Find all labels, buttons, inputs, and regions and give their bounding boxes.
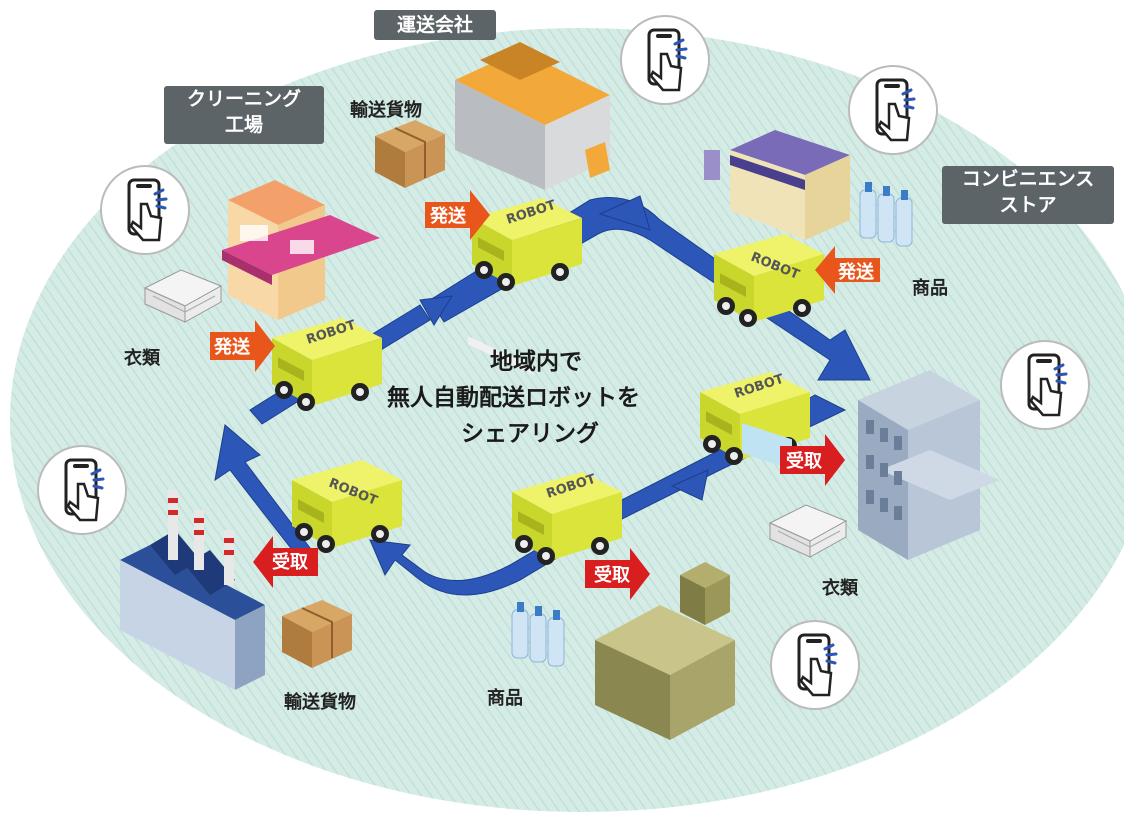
phone-bubble-icon <box>619 14 711 106</box>
phone-bubble-icon <box>769 619 861 711</box>
send-arrow-3: 発送 <box>815 246 880 294</box>
center-text-line2: 無人自動配送ロボットを <box>387 385 640 411</box>
tag-cleaning-factory-line1: クリーニング <box>186 88 301 110</box>
phone-bubble-icon <box>999 339 1091 431</box>
office-building <box>858 370 1000 560</box>
center-text-line3: シェアリング <box>461 421 599 447</box>
svg-text:受取: 受取 <box>272 551 309 573</box>
factory-building <box>120 490 265 690</box>
bottles-right <box>859 181 913 247</box>
label-cargo-top: 輸送貨物 <box>350 100 422 121</box>
svg-text:受取: 受取 <box>594 564 631 586</box>
label-clothes-right: 衣類 <box>822 578 858 599</box>
olive-building <box>595 562 735 740</box>
receive-arrow-1: 受取 <box>780 434 845 486</box>
cleaning-factory-building <box>222 180 380 320</box>
tag-cleaning-factory-line2: 工場 <box>224 114 263 136</box>
tag-convenience-line2: ストア <box>999 194 1057 216</box>
tag-transport-company: 運送会社 <box>374 10 496 40</box>
svg-text:受取: 受取 <box>786 450 823 472</box>
convenience-store-building <box>704 130 850 470</box>
svg-text:発送: 発送 <box>429 205 467 227</box>
phone-bubble-icon <box>36 444 128 536</box>
robot-5: ROBOT <box>292 460 402 553</box>
transport-company-building <box>455 42 610 376</box>
phone-bubble-icon <box>847 64 939 156</box>
label-cargo-bottom: 輸送貨物 <box>284 692 356 713</box>
receive-arrow-3: 受取 <box>585 548 650 600</box>
label-goods-bottom: 商品 <box>487 688 523 709</box>
center-text-line1: 地域内で <box>490 349 582 375</box>
receive-arrow-2: 受取 <box>253 536 318 588</box>
bottles-bottom <box>511 601 565 667</box>
tag-convenience-store: コンビニエンス ストア <box>942 166 1114 224</box>
send-arrow-2: 発送 <box>210 320 275 372</box>
send-arrow-1: 発送 <box>425 190 490 240</box>
label-goods-right: 商品 <box>912 278 948 299</box>
tag-cleaning-factory: クリーニング 工場 <box>164 86 324 144</box>
label-clothes-left: 衣類 <box>124 348 160 369</box>
svg-text:発送: 発送 <box>837 261 875 283</box>
robot-2: ROBOT <box>714 234 824 327</box>
phone-bubble-icon <box>99 164 191 256</box>
tag-convenience-line1: コンビニエンス <box>961 168 1095 190</box>
svg-text:発送: 発送 <box>213 336 251 358</box>
